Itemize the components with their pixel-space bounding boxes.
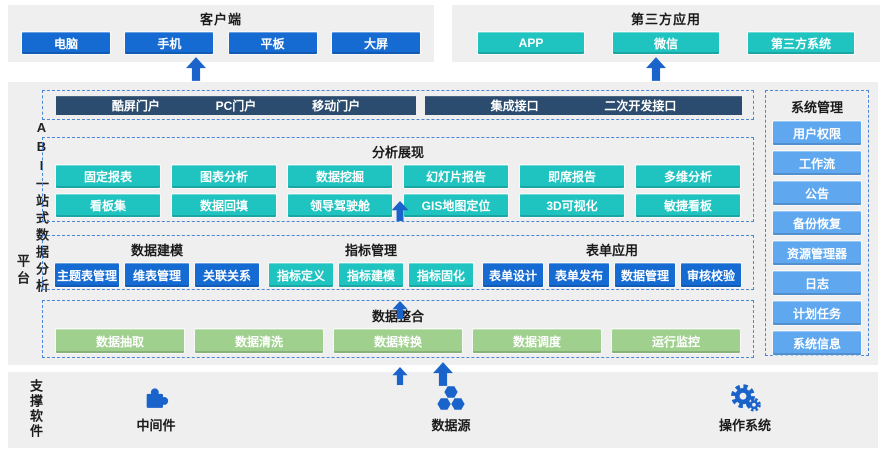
client-item-mobile: 手机 xyxy=(125,32,214,54)
platform-vertical-title-wrap: 平台 xyxy=(15,254,30,288)
form-title: 表单应用 xyxy=(585,243,638,258)
modeling-item-dim-table: 维表管理 xyxy=(125,263,189,287)
third-party-title: 第三方应用 xyxy=(630,12,701,27)
os-label: 操作系统 xyxy=(718,418,771,433)
support-vertical-title: 支撑软件 xyxy=(28,379,43,439)
client-layer-title: 客户端 xyxy=(199,12,242,27)
indicator-item-solidify: 指标固化 xyxy=(409,263,473,287)
analysis-layer-box: 分析展现 固定报表 图表分析 数据挖掘 幻灯片报告 即席报告 多维分析 看板集 … xyxy=(42,137,754,222)
platform-vertical-title: ABI一站式数据分析 xyxy=(34,120,49,296)
integration-item-transform: 数据转换 xyxy=(334,329,462,353)
system-item-log: 日志 xyxy=(773,271,861,295)
form-item-audit: 审核校验 xyxy=(681,263,741,287)
portal-item-pc: PC门户 xyxy=(215,99,257,113)
form-group: 表单应用 表单设计 表单发布 数据管理 审核校验 xyxy=(483,240,741,287)
indicator-item-define: 指标定义 xyxy=(269,263,333,287)
system-item-backup-restore: 备份恢复 xyxy=(773,211,861,235)
os-item: 操作系统 xyxy=(685,384,805,434)
datasource-item: 数据源 xyxy=(391,384,511,434)
puzzle-icon xyxy=(96,384,216,412)
analysis-item-3d-visual: 3D可视化 xyxy=(520,194,624,217)
analysis-item-data-backfill: 数据回填 xyxy=(172,194,276,217)
client-item-tablet: 平板 xyxy=(228,32,317,54)
portal-item-mobile: 移动门户 xyxy=(312,99,361,113)
gears-icon xyxy=(685,384,805,412)
up-arrow-icon xyxy=(433,362,453,386)
up-arrow-icon xyxy=(186,57,206,81)
up-arrow-icon xyxy=(646,57,666,81)
analysis-item-data-mining: 数据挖掘 xyxy=(288,165,392,188)
analysis-row-2: 看板集 数据回填 领导驾驶舱 GIS地图定位 3D可视化 敏捷看板 xyxy=(56,194,740,217)
system-item-resource-manager: 资源管理器 xyxy=(773,241,861,265)
analysis-row-1: 固定报表 图表分析 数据挖掘 幻灯片报告 即席报告 多维分析 xyxy=(56,165,740,188)
analysis-item-fixed-report: 固定报表 xyxy=(56,165,160,188)
system-management-title: 系统管理 xyxy=(790,100,843,115)
system-item-system-info: 系统信息 xyxy=(773,331,861,355)
system-management-list: 用户权限 工作流 公告 备份恢复 资源管理器 日志 计划任务 系统信息 xyxy=(773,121,861,355)
hexagon-cluster-icon xyxy=(391,384,511,412)
form-item-design: 表单设计 xyxy=(483,263,543,287)
middleware-item: 中间件 xyxy=(96,384,216,434)
up-arrow-icon xyxy=(390,301,410,319)
analysis-item-cockpit: 领导驾驶舱 xyxy=(288,194,392,217)
form-item-data-manage: 数据管理 xyxy=(615,263,675,287)
integration-item-extract: 数据抽取 xyxy=(56,329,184,353)
integration-layer-box: 数据整合 数据抽取 数据清洗 数据转换 数据调度 运行监控 xyxy=(42,300,754,358)
analysis-item-dashboard-set: 看板集 xyxy=(56,194,160,217)
form-item-publish: 表单发布 xyxy=(549,263,609,287)
portal-band-box: 酷屏门户 PC门户 移动门户 集成接口 二次开发接口 xyxy=(42,90,754,120)
system-item-workflow: 工作流 xyxy=(773,151,861,175)
interface-item-devapi: 二次开发接口 xyxy=(604,99,677,113)
integration-row: 数据抽取 数据清洗 数据转换 数据调度 运行监控 xyxy=(56,329,740,353)
middleware-label: 中间件 xyxy=(136,418,176,433)
indicator-item-model: 指标建模 xyxy=(339,263,403,287)
third-party-item-wechat: 微信 xyxy=(613,32,719,54)
analysis-layer-title: 分析展现 xyxy=(371,145,424,160)
client-item-bigscreen: 大屏 xyxy=(331,32,420,54)
integration-item-schedule: 数据调度 xyxy=(473,329,601,353)
indicator-group: 指标管理 指标定义 指标建模 指标固化 xyxy=(269,240,473,287)
integration-item-monitor: 运行监控 xyxy=(612,329,740,353)
client-layer-panel: 客户端 电脑 手机 平板 大屏 xyxy=(8,5,434,62)
analysis-item-slide-report: 幻灯片报告 xyxy=(404,165,508,188)
portal-item-coolscreen: 酷屏门户 xyxy=(111,99,160,113)
third-party-item-system: 第三方系统 xyxy=(748,32,854,54)
datasource-label: 数据源 xyxy=(431,418,471,433)
client-item-pc: 电脑 xyxy=(22,32,110,54)
third-party-layer-panel: 第三方应用 APP 微信 第三方系统 xyxy=(452,5,880,62)
client-buttons-row: 电脑 手机 平板 大屏 xyxy=(22,32,420,54)
analysis-item-multidim-analysis: 多维分析 xyxy=(636,165,740,188)
analysis-item-gis-map: GIS地图定位 xyxy=(404,194,508,217)
modeling-layer-box: 数据建模 主题表管理 维表管理 关联关系 指标管理 指标定义 指标建模 指标固化 xyxy=(42,235,754,290)
third-party-item-app: APP xyxy=(478,32,584,54)
interface-block: 集成接口 二次开发接口 xyxy=(425,96,742,115)
modeling-item-relation: 关联关系 xyxy=(195,263,259,287)
up-arrow-icon xyxy=(390,201,410,221)
system-management-box: 系统管理 用户权限 工作流 公告 备份恢复 资源管理器 日志 计划任务 系统信息 xyxy=(765,90,869,356)
analysis-item-adhoc-report: 即席报告 xyxy=(520,165,624,188)
up-arrow-icon xyxy=(390,367,410,385)
third-party-buttons-row: APP 微信 第三方系统 xyxy=(478,32,854,54)
portal-block: 酷屏门户 PC门户 移动门户 xyxy=(56,96,416,115)
data-modeling-group: 数据建模 主题表管理 维表管理 关联关系 xyxy=(55,240,259,287)
modeling-item-subject-table: 主题表管理 xyxy=(55,263,119,287)
platform-panel: ABI一站式数据分析 平台 酷屏门户 PC门户 移动门户 集成接口 二次开发接口… xyxy=(8,82,878,385)
analysis-item-chart-analysis: 图表分析 xyxy=(172,165,276,188)
system-item-announcement: 公告 xyxy=(773,181,861,205)
data-modeling-title: 数据建模 xyxy=(130,243,183,258)
analysis-item-agile-board: 敏捷看板 xyxy=(636,194,740,217)
system-item-scheduled-task: 计划任务 xyxy=(773,301,861,325)
indicator-title: 指标管理 xyxy=(344,243,397,258)
integration-item-clean: 数据清洗 xyxy=(195,329,323,353)
system-item-user-permission: 用户权限 xyxy=(773,121,861,145)
interface-item-integration: 集成接口 xyxy=(490,99,539,113)
